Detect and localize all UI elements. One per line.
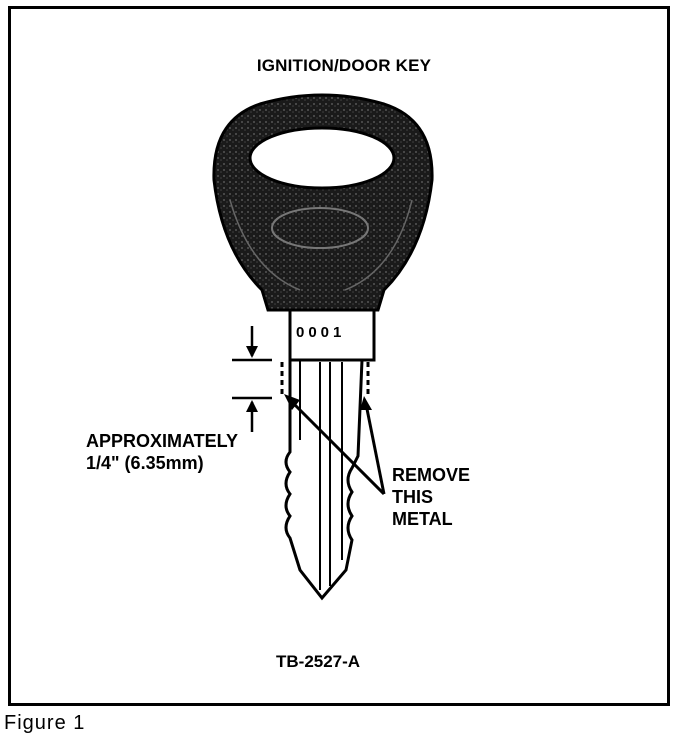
figure-code: TB-2527-A	[276, 652, 361, 671]
remove-label: REMOVE THIS METAL	[392, 465, 471, 529]
figure-caption: Figure 1	[4, 712, 86, 734]
figure-title: IGNITION/DOOR KEY	[256, 56, 432, 75]
key-hole	[248, 126, 396, 190]
figure-frame	[8, 6, 670, 706]
measurement-label: APPROXIMATELY 1/4" (6.35mm)	[86, 431, 239, 473]
emblem	[271, 207, 369, 249]
pointer-arrow-right	[364, 403, 386, 495]
key-number: 0001	[296, 324, 346, 341]
pointer-arrow-left	[288, 398, 386, 496]
key-blade	[284, 358, 364, 601]
